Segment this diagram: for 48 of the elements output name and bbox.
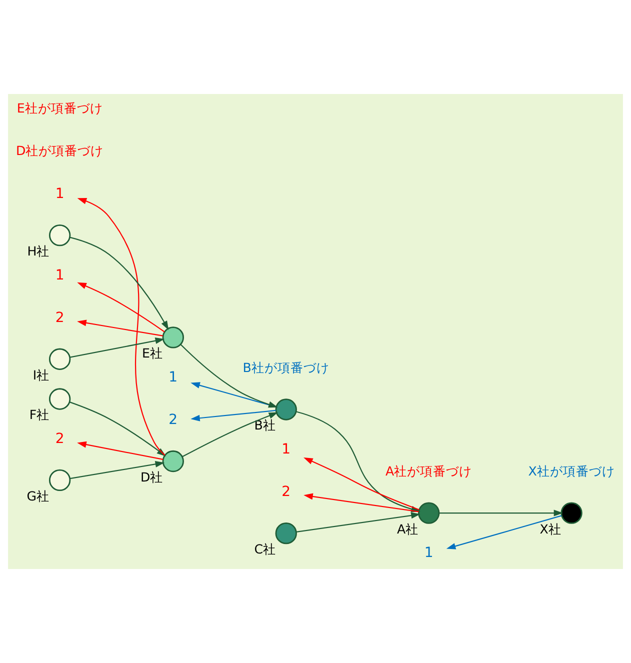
arrow (296, 512, 420, 533)
node-text: 1 (282, 442, 291, 458)
node-circle (275, 398, 297, 420)
node-circle (48, 388, 71, 410)
node-text: 2 (282, 484, 291, 500)
arrow (304, 457, 420, 510)
node-circle (162, 450, 184, 472)
node-text: 1 (55, 267, 64, 284)
node-text: 1 (55, 186, 64, 202)
label: A社が項番づけ (386, 464, 472, 479)
node-label: D社 (140, 469, 164, 484)
arrow (70, 236, 169, 330)
node-label: I社 (32, 367, 50, 382)
node-label: G社 (26, 488, 50, 504)
label: E社が項番づけ (16, 100, 103, 116)
node-text: 2 (168, 412, 178, 428)
node-text: 2 (55, 310, 64, 326)
arrow (446, 515, 562, 550)
node-circle (275, 522, 297, 544)
node-circle (48, 469, 71, 491)
node-label: E社 (142, 346, 163, 361)
node-label: X社 (540, 521, 562, 536)
node-label: F社 (29, 407, 50, 422)
node-label: A社 (397, 521, 419, 536)
node-text: 2 (55, 431, 64, 448)
arrow (77, 320, 163, 336)
node-label: H社 (27, 244, 50, 259)
arrow (77, 441, 164, 460)
label: D社が項番づけ (16, 143, 104, 158)
arrow (190, 410, 276, 422)
arrow (304, 493, 419, 512)
node-circle (48, 348, 71, 370)
arrow (180, 344, 278, 408)
arrow (70, 460, 165, 480)
node-text: 1 (168, 370, 178, 386)
node-circle (162, 326, 184, 348)
node-circle (418, 502, 440, 524)
node-circle (48, 224, 71, 246)
label: B社が項番づけ (242, 360, 330, 376)
arrow (439, 510, 564, 516)
arrow (77, 282, 165, 332)
node-text: 1 (424, 545, 434, 562)
node-label: B社 (254, 418, 276, 433)
arrow (182, 412, 278, 458)
label: X社が項番づけ (528, 464, 615, 479)
arrow (70, 338, 165, 358)
node-label: C社 (254, 542, 276, 557)
node-circle (560, 502, 582, 524)
